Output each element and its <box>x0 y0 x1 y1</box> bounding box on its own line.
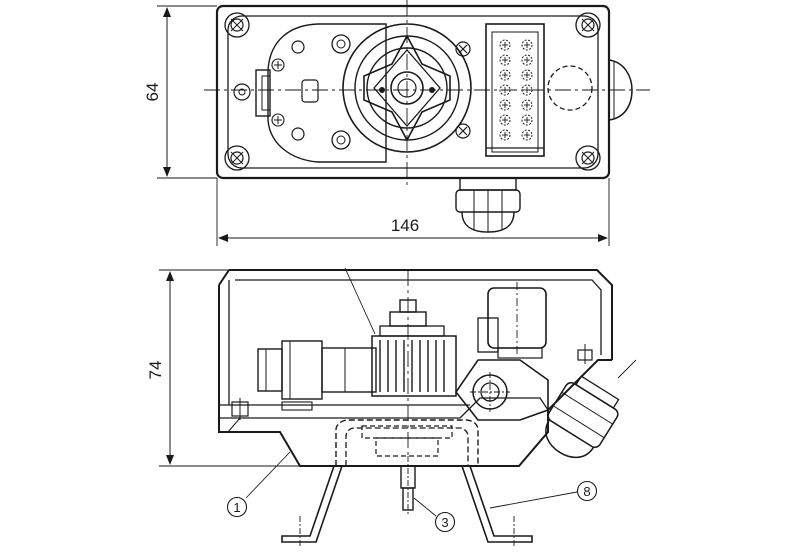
adapter-hidden <box>335 419 479 466</box>
housing-outline-top <box>215 4 611 180</box>
terminal-screw-icon <box>271 113 285 127</box>
gear <box>371 299 457 397</box>
terminal-screw-icon <box>499 99 511 111</box>
cover-outline <box>229 269 613 360</box>
mounting-bracket-right <box>461 465 533 548</box>
callout-part-1: 1 <box>226 451 291 518</box>
spindle <box>400 456 416 516</box>
wire-holder <box>281 401 313 411</box>
dimension-width-top: 146 <box>216 178 610 246</box>
corner-screw-icon <box>575 145 601 171</box>
terminal-screw-icon <box>271 58 285 72</box>
leader-line <box>617 359 637 379</box>
base-body <box>218 359 612 467</box>
dimension-label: 146 <box>391 216 419 235</box>
bracket-hole-icon <box>331 130 351 150</box>
callout-part-8: 8 <box>489 480 598 509</box>
terminal-screw-icon <box>499 69 511 81</box>
cross-screw-icon <box>455 123 471 139</box>
cross-screw-icon <box>455 41 471 57</box>
dimension-height-top: 64 <box>143 5 217 179</box>
mounting-bracket-left <box>281 465 343 548</box>
callout-label: 3 <box>441 515 448 530</box>
terminal-screw-icon <box>521 99 533 111</box>
bracket-hole-icon <box>291 40 305 54</box>
corner-screw-icon <box>224 145 250 171</box>
dimension-label: 64 <box>143 83 162 102</box>
side-view <box>218 269 620 548</box>
terminal-screw-icon <box>521 69 533 81</box>
bracket-hole-icon <box>331 34 351 54</box>
leader-line <box>344 267 376 335</box>
dimension-height-side: 74 <box>146 269 300 467</box>
callout-label: 8 <box>583 484 590 499</box>
corner-screw-icon <box>575 12 601 38</box>
terminal-screw-icon <box>233 83 251 101</box>
terminal-screw-icon <box>499 54 511 66</box>
bracket-plate <box>267 23 387 163</box>
screw-icon <box>231 398 249 420</box>
housing-inner-top <box>227 15 599 169</box>
callout-part-3: 3 <box>413 497 456 533</box>
cable-entry-circle <box>547 65 593 111</box>
terminal-screw-icon <box>521 114 533 126</box>
shaft-bushing <box>455 359 549 421</box>
bracket-hole-icon <box>291 127 305 141</box>
relay <box>477 282 547 359</box>
cable-gland-side <box>545 375 620 459</box>
callout-label: 1 <box>233 500 240 515</box>
terminal-screw-icon <box>521 54 533 66</box>
terminal-screw-icon <box>499 39 511 51</box>
terminal-screw-icon <box>499 114 511 126</box>
terminal-screw-icon <box>521 39 533 51</box>
cable-gland-top <box>455 177 521 233</box>
corner-screw-icon <box>224 12 250 38</box>
terminal-screw-icon <box>521 129 533 141</box>
terminal-screw-icon <box>499 129 511 141</box>
dimension-label: 74 <box>146 361 165 380</box>
screw-icon <box>577 344 593 364</box>
motor <box>257 340 377 400</box>
slot-icon <box>301 79 319 103</box>
top-view <box>204 0 650 233</box>
